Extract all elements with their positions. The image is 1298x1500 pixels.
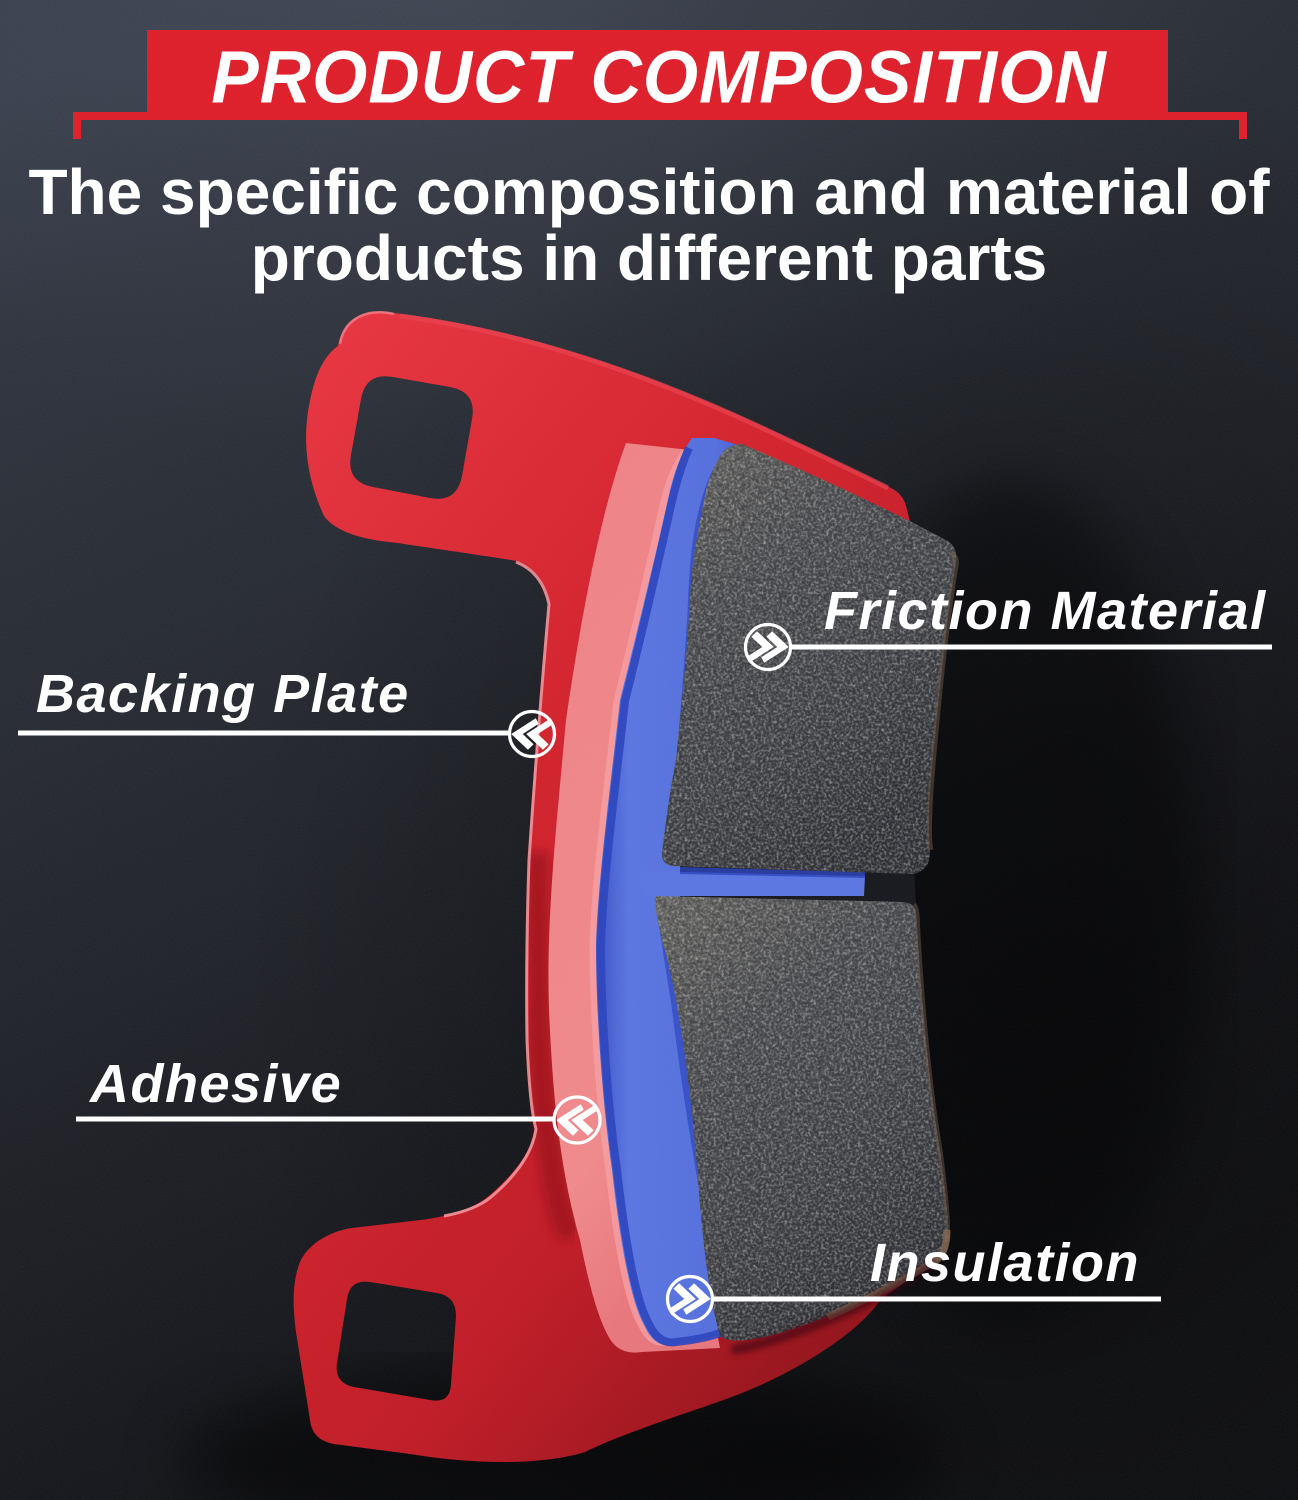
svg-text:Insulation: Insulation	[870, 1233, 1140, 1293]
svg-text:Backing Plate: Backing Plate	[36, 664, 410, 724]
svg-text:Adhesive: Adhesive	[88, 1054, 342, 1114]
svg-text:Friction Material: Friction Material	[824, 581, 1267, 641]
